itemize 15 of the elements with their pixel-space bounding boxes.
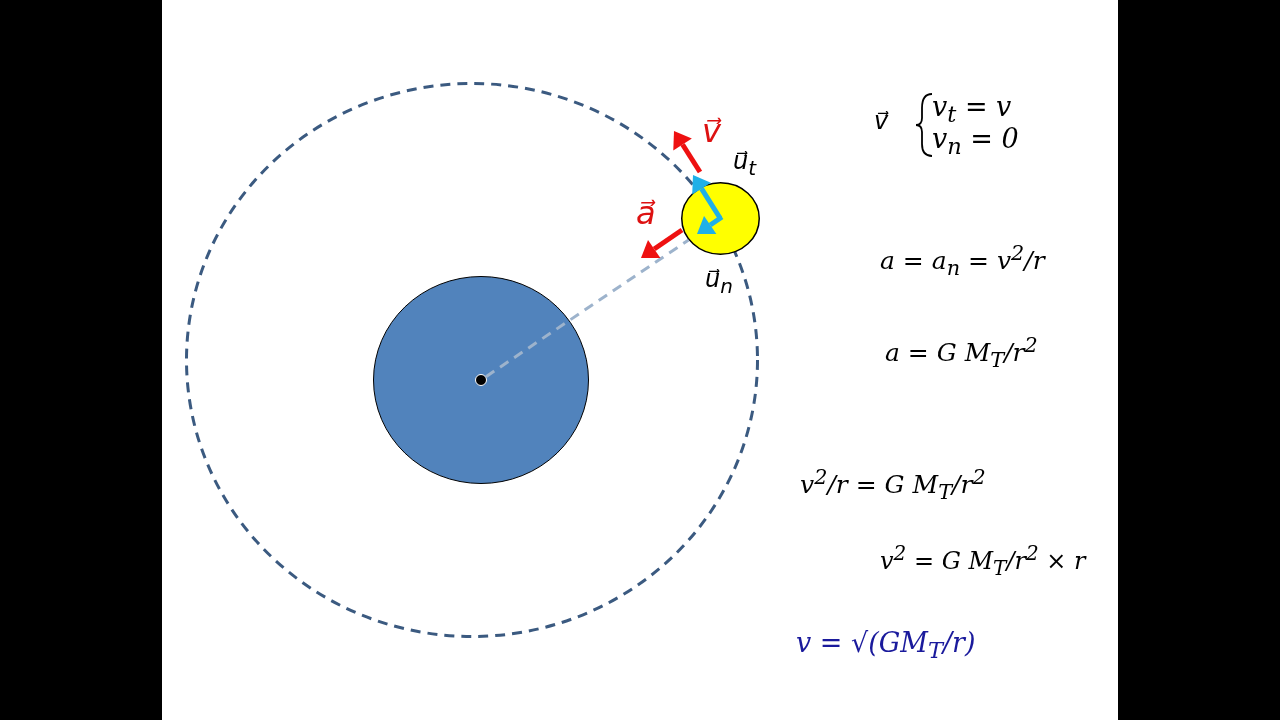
equation: v = √(GM$_{T}$/r) [796, 628, 976, 664]
equation: v$^{2}$ = G M$_{T}$/r$^{2}$ × r [880, 542, 1086, 579]
equation: a = G M$_{T}$/r$^{2}$ [885, 334, 1038, 373]
equation: v$^{2}$/r = G M$_{T}$/r$^{2}$ [800, 466, 986, 505]
planet-circle [373, 276, 589, 484]
vector-label: u⃗$_{n}$ [705, 266, 733, 297]
center-dot [475, 374, 487, 386]
radius-line [485, 238, 690, 378]
vector-label: u⃗$_{t}$ [733, 148, 757, 179]
orbit-path [185, 82, 759, 638]
vector-label: a⃗ [636, 196, 656, 232]
satellite-circle [681, 182, 760, 255]
equation: a = a$_{n}$ = v$^{2}$/r [880, 242, 1045, 281]
vector-label: v⃗ [702, 114, 721, 150]
vector-label: v⃗ [874, 108, 889, 135]
